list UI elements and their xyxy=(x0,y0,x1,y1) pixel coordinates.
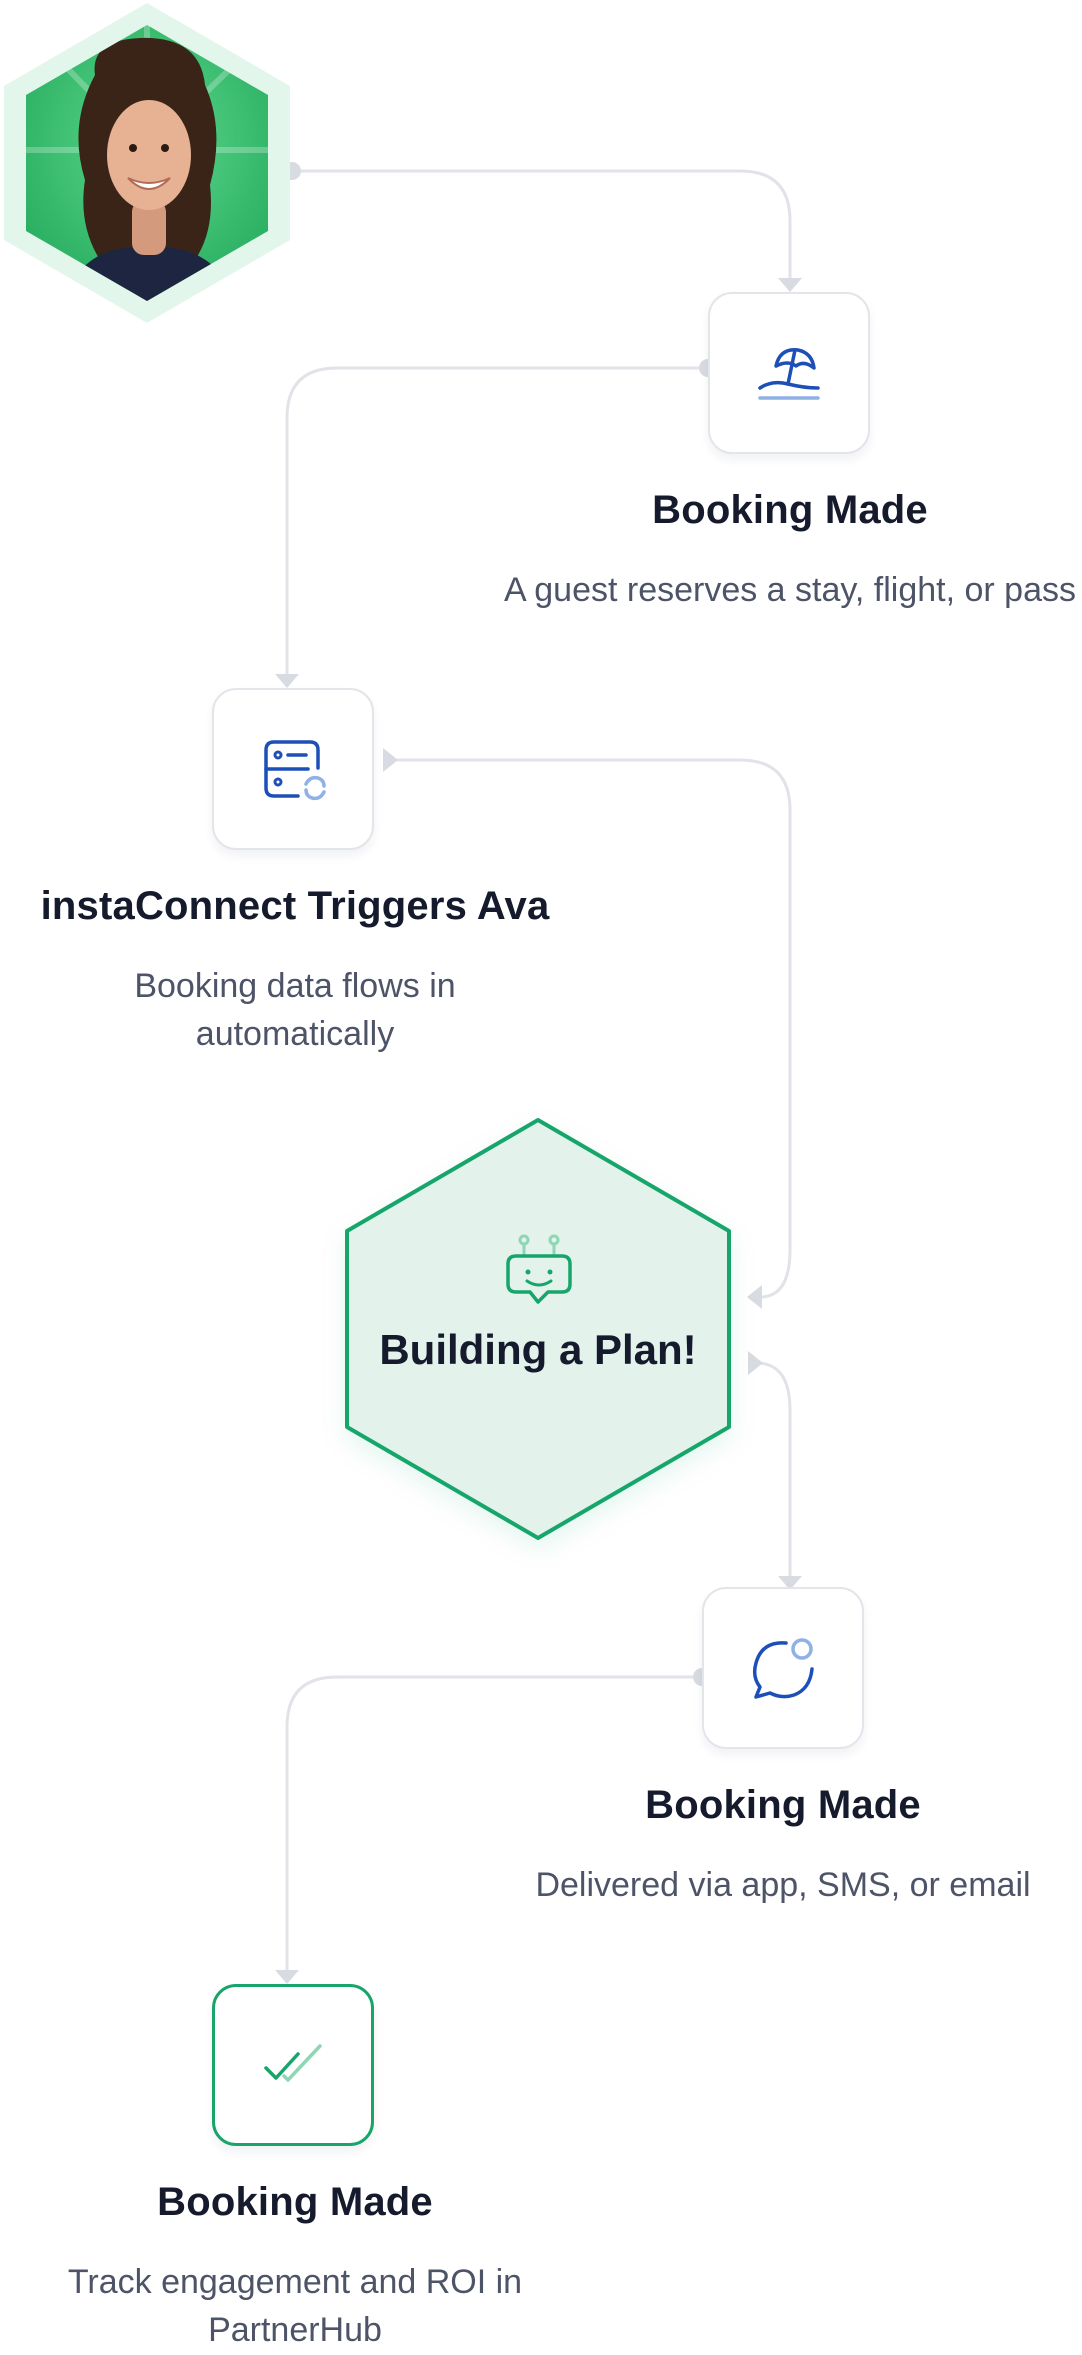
step-3-description: Delivered via app, SMS, or email xyxy=(535,1866,1031,1904)
connector-arrow-down xyxy=(275,1970,299,1984)
step-4-title: Booking Made xyxy=(157,2180,433,2224)
connector-arrow-down xyxy=(275,674,299,688)
double-check-icon xyxy=(258,2030,328,2100)
step-1-description: A guest reserves a stay, flight, or pass xyxy=(504,571,1076,609)
connector-avatar-to-step1 xyxy=(292,169,792,283)
step-3-title: Booking Made xyxy=(645,1783,921,1827)
chat-bubble-icon xyxy=(748,1633,818,1703)
step-4-card xyxy=(212,1984,374,2146)
step-4-description: Track engagement and ROI in PartnerHub xyxy=(67,2263,523,2349)
robot-chat-icon xyxy=(506,1234,572,1304)
connector-arrow-left xyxy=(747,1285,762,1309)
connector-arrow-right xyxy=(748,1351,763,1375)
connector-center-to-step3 xyxy=(755,1361,792,1580)
step-2-card xyxy=(212,688,374,850)
server-sync-icon xyxy=(258,734,328,804)
connector-arrow-down xyxy=(778,278,802,292)
center-hexagon xyxy=(345,1118,731,1540)
step-1-card xyxy=(708,292,870,454)
center-node xyxy=(345,1118,731,1540)
avatar-shirt xyxy=(60,248,238,301)
connector-arrow-right xyxy=(383,748,398,772)
step-3-card xyxy=(702,1587,864,1749)
step-2-description: Booking data flows in automatically xyxy=(134,967,456,1053)
connector-lines xyxy=(285,169,792,1975)
center-title: Building a Plan! xyxy=(379,1326,697,1373)
avatar-face xyxy=(107,100,191,210)
step-2-title: instaConnect Triggers Ava xyxy=(40,884,550,928)
connector-arrow-down xyxy=(778,1576,802,1590)
step-1-title: Booking Made xyxy=(652,488,928,532)
avatar xyxy=(4,3,290,323)
connector-step3-to-step4 xyxy=(285,1675,702,1975)
connector-step1-to-step2 xyxy=(285,366,708,680)
beach-umbrella-icon xyxy=(754,338,824,408)
connector-step2-to-center xyxy=(385,758,792,1299)
